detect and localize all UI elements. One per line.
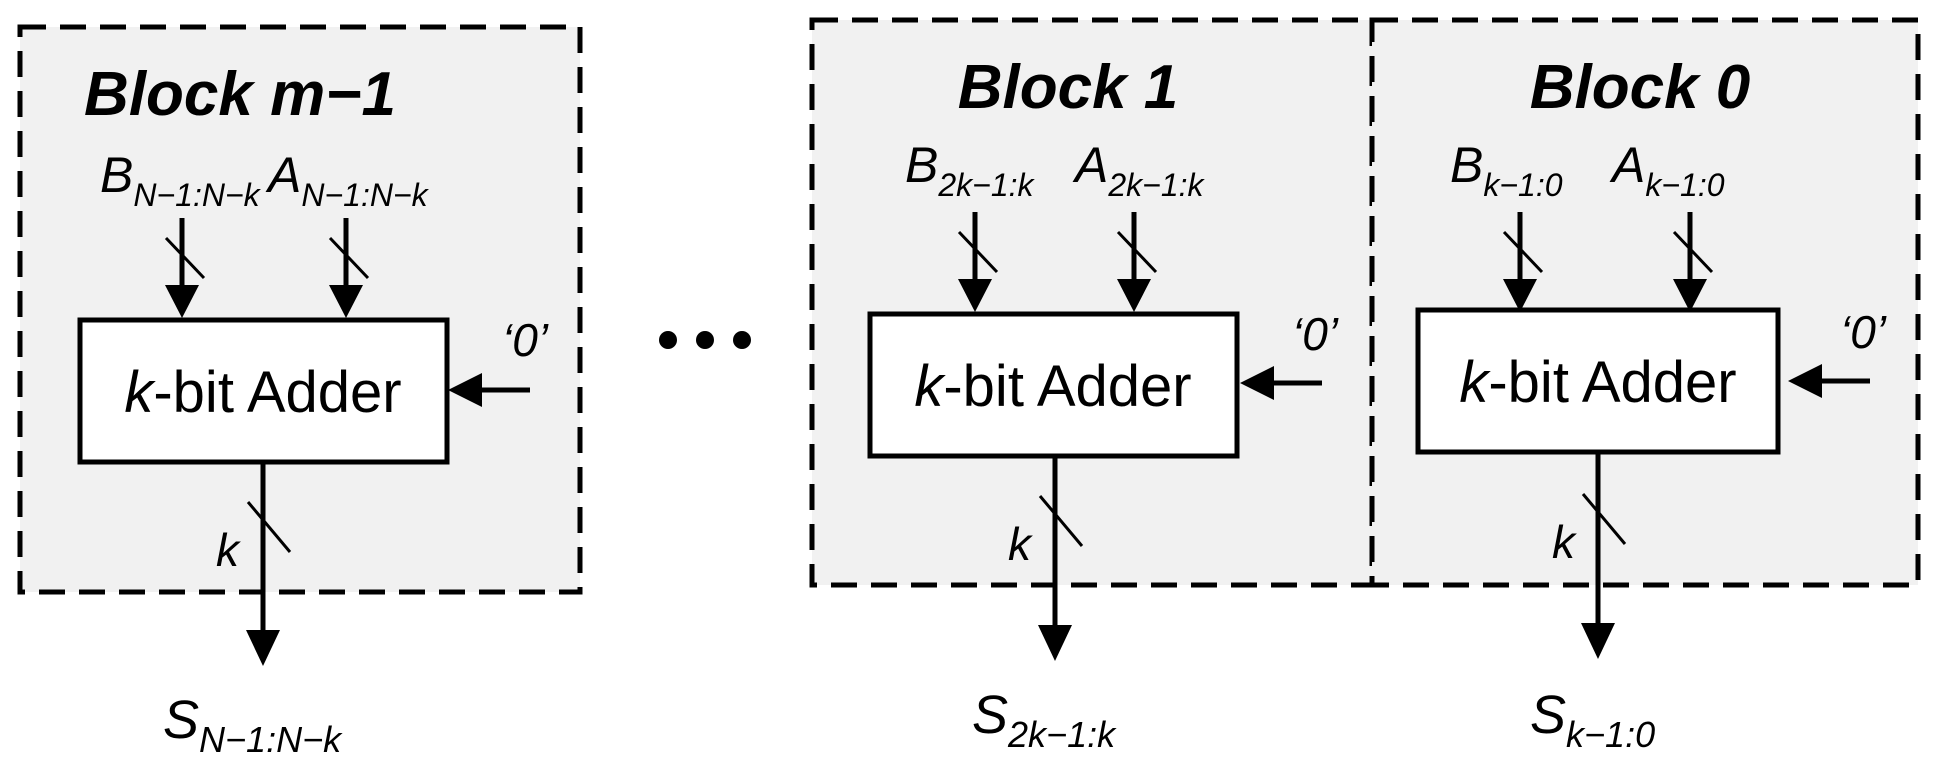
block-1-adder-label: k-bit Adder: [914, 354, 1191, 419]
block-0: Block 0 Bk−1:0 Ak−1:0 k-bit Adder ‘0’: [1369, 17, 1921, 755]
block-1-input-a-label: A2k−1:k: [1072, 137, 1206, 203]
block-0-width-label: k: [1552, 516, 1577, 568]
block-1-width-label: k: [1008, 518, 1033, 570]
block-1-input-a-bus: [1116, 212, 1158, 312]
block-m-1-adder-label: k-bit Adder: [124, 360, 401, 425]
block-0-adder: [1415, 307, 1781, 455]
block-m-1-sum-label: SN−1:N−k: [163, 690, 343, 760]
block-0-boundary: [1369, 17, 1921, 588]
ellipsis: [659, 331, 751, 349]
block-1: Block 1 B2k−1:k A2k−1:k k-bit Adder ‘0’: [809, 17, 1375, 755]
block-0-adder-label: k-bit Adder: [1459, 350, 1736, 415]
block-1-boundary: [809, 17, 1375, 588]
block-m-1-output-bus: [246, 462, 292, 666]
block-0-carry-in-label: ‘0’: [1840, 306, 1887, 358]
block-1-input-b-label: B2k−1:k: [905, 137, 1036, 203]
block-m-1-input-a-bus: [328, 218, 370, 318]
block-m-1: Block m−1 BN−1:N−k AN−1:N−k k-bit Adder …: [17, 24, 583, 760]
block-0-input-a-bus: [1672, 212, 1714, 312]
block-1-adder: [867, 311, 1240, 459]
block-m-1-carry-in-label: ‘0’: [502, 314, 549, 366]
block-1-carry-in-label: ‘0’: [1292, 308, 1339, 360]
block-0-input-a-label: Ak−1:0: [1609, 137, 1725, 203]
block-0-output-bus: [1581, 452, 1627, 659]
block-0-input-b-bus: [1502, 212, 1544, 312]
block-m-1-boundary: [17, 24, 583, 595]
block-m-1-input-b-label: BN−1:N−k: [100, 147, 262, 213]
block-0-title: Block 0: [1530, 53, 1751, 122]
block-1-title: Block 1: [958, 53, 1179, 122]
block-1-carry-in-arrow: [1240, 366, 1322, 400]
block-m-1-width-label: k: [216, 524, 241, 576]
block-0-input-b-label: Bk−1:0: [1450, 137, 1563, 203]
block-m-1-adder: [77, 317, 450, 465]
block-1-sum-label: S2k−1:k: [972, 685, 1117, 755]
block-m-1-input-a-label: AN−1:N−k: [265, 147, 430, 213]
block-m-1-title: Block m−1: [84, 60, 396, 129]
block-m-1-input-b-bus: [164, 218, 206, 318]
block-1-input-b-bus: [957, 212, 999, 312]
block-0-sum-label: Sk−1:0: [1530, 685, 1655, 755]
block-1-output-bus: [1038, 456, 1084, 661]
block-m-1-carry-in-arrow: [448, 373, 530, 407]
block-0-carry-in-arrow: [1788, 364, 1870, 398]
